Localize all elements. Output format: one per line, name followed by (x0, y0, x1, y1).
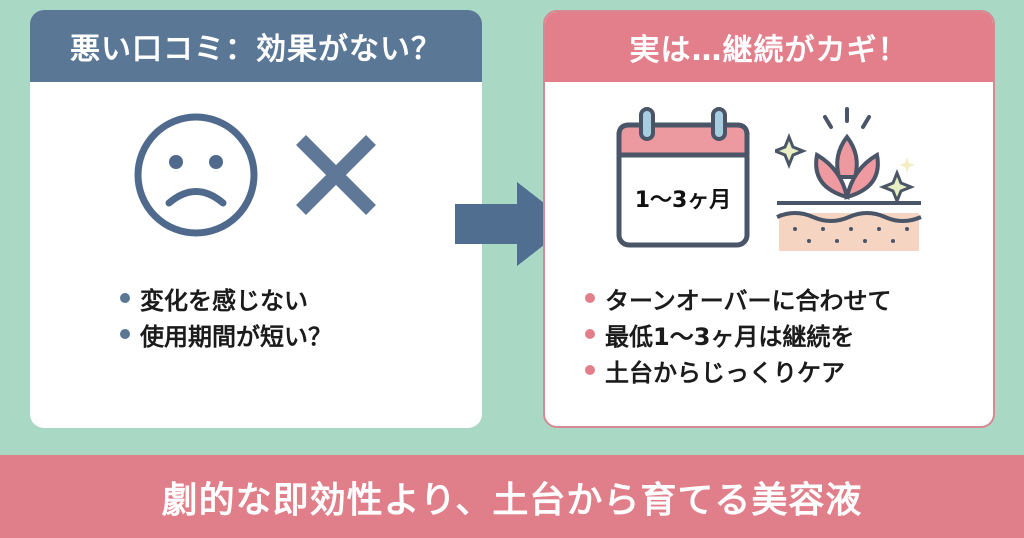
bullet-dot-icon (585, 329, 595, 339)
calendar-icon: 1〜3ヶ月 (616, 106, 750, 247)
bad-review-icons (30, 100, 482, 250)
sad-face-icon (134, 113, 258, 237)
summary-text: 劇的な即効性より、土台から育てる美容液 (161, 479, 863, 521)
continuation-title: 実は…継続がカギ！ (545, 12, 993, 82)
calendar-label: 1〜3ヶ月 (635, 188, 732, 213)
bullet-dot-icon (585, 365, 595, 375)
bad-review-bullets: 変化を感じない 使用期間が短い？ (30, 280, 482, 352)
summary-banner: 劇的な即効性より、土台から育てる美容液 (0, 455, 1024, 538)
list-item: ターンオーバーに合わせて (585, 280, 993, 316)
list-item: 変化を感じない (120, 280, 482, 316)
cross-mark-icon (296, 135, 376, 215)
list-item: 使用期間が短い？ (120, 316, 482, 352)
bullet-dot-icon (120, 293, 130, 303)
right-arrow-icon (455, 182, 571, 266)
bullet-dot-icon (120, 329, 130, 339)
continuation-bullets: ターンオーバーに合わせて 最低1〜3ヶ月は継続を 土台からじっくりケア (545, 280, 993, 388)
bad-review-title: 悪い口コミ：効果がない？ (30, 10, 482, 82)
continuation-card: 実は…継続がカギ！ 1〜3ヶ月 (543, 10, 995, 428)
list-item: 最低1〜3ヶ月は継続を (585, 316, 993, 352)
bad-review-card: 悪い口コミ：効果がない？ 変化を感じない 使用期間が短い？ (30, 10, 482, 428)
list-item: 土台からじっくりケア (585, 352, 993, 388)
continuation-icons: 1〜3ヶ月 (545, 104, 993, 254)
lotus-skin-icon (775, 106, 922, 251)
bullet-dot-icon (585, 293, 595, 303)
